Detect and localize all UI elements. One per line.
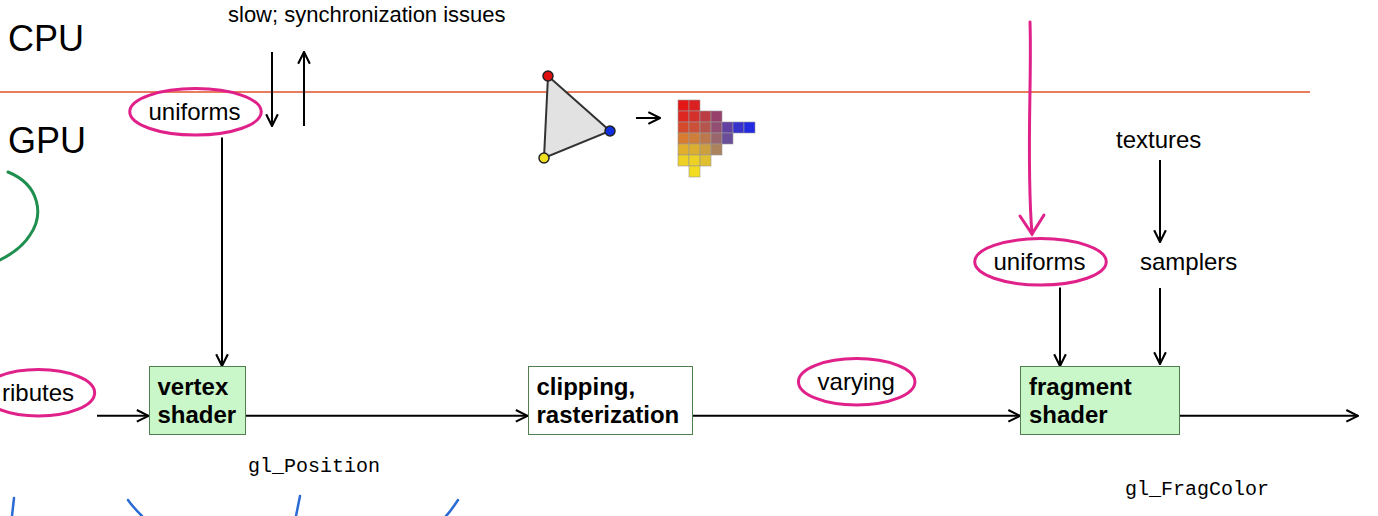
pen-ellipse-shape <box>0 370 95 416</box>
raster-pixels <box>678 100 755 177</box>
raster-pixel <box>700 155 711 166</box>
raster-pixel <box>689 122 700 133</box>
pen-ellipse-shape <box>974 239 1106 285</box>
raster-pixel <box>700 144 711 155</box>
raster-pixel <box>678 155 689 166</box>
text-label: samplers <box>1140 248 1237 276</box>
process-box: vertex shader <box>149 366 246 435</box>
raster-pixel <box>689 111 700 122</box>
vertex-dot <box>543 71 553 81</box>
node-text: fragment shader <box>1029 373 1171 428</box>
raster-pixel <box>678 100 689 111</box>
vertex-dot <box>605 126 615 136</box>
raster-pixel <box>689 144 700 155</box>
raster-pixel <box>711 144 722 155</box>
raster-pixel <box>678 133 689 144</box>
raster-pixel <box>722 133 733 144</box>
textures-arrow <box>1159 160 1161 242</box>
text-label: textures <box>1116 126 1201 154</box>
edge-label-box: varying <box>796 356 917 408</box>
raster-pixel <box>744 122 755 133</box>
text-label: CPU <box>8 18 84 59</box>
vertex-dot <box>539 153 549 163</box>
up-arrow <box>303 52 305 126</box>
node-text: uniforms <box>149 98 242 126</box>
raster-pixel <box>711 111 722 122</box>
circled-term: uniforms <box>127 86 264 138</box>
flow-arrow <box>693 415 1021 417</box>
pen-arrow-head <box>1020 215 1044 234</box>
raster-pixel <box>722 122 733 133</box>
node-text: ributes <box>2 379 75 407</box>
raster-pixel <box>700 111 711 122</box>
process-box: fragment shader <box>1020 366 1180 435</box>
triangle-illustration <box>544 76 610 158</box>
process-box: clipping, rasterization <box>528 366 693 435</box>
flow-arrow <box>97 415 149 417</box>
circled-term: uniforms <box>972 236 1109 288</box>
raster-pixel <box>678 111 689 122</box>
node-text: uniforms <box>994 248 1087 276</box>
code-label: gl_Position <box>248 455 380 478</box>
edge-label: varying <box>818 368 895 396</box>
code-label: gl_FragColor <box>1125 478 1269 501</box>
flow-arrow <box>221 138 223 366</box>
circled-term: ributes <box>0 367 97 419</box>
flow-arrow <box>246 415 528 417</box>
pen-ellipse-shape <box>798 359 915 405</box>
pen-ellipse-shape <box>129 89 261 135</box>
raster-pixel <box>678 122 689 133</box>
cpu-gpu-divider <box>0 91 1310 93</box>
node-text: vertex shader <box>158 373 237 428</box>
raster-pixel <box>700 133 711 144</box>
raster-pixel <box>700 122 711 133</box>
raster-pixel <box>689 166 700 177</box>
text-label: GPU <box>8 120 86 161</box>
pen-marks <box>12 496 458 516</box>
raster-pixel <box>711 122 722 133</box>
text-label: slow; synchronization issues <box>228 2 506 27</box>
samplers-arrow <box>1159 288 1161 364</box>
flow-arrow <box>1059 288 1061 366</box>
pen-brace <box>0 172 38 260</box>
output-arrow <box>1180 415 1358 417</box>
raster-pixel <box>711 133 722 144</box>
raster-arrow <box>636 117 660 119</box>
raster-pixel <box>689 100 700 111</box>
down-arrow <box>271 52 273 126</box>
raster-pixel <box>733 122 744 133</box>
raster-pixel <box>689 155 700 166</box>
pen-arrow <box>1029 22 1032 234</box>
raster-pixel <box>689 133 700 144</box>
node-text: clipping, rasterization <box>537 373 684 428</box>
raster-pixel <box>678 144 689 155</box>
